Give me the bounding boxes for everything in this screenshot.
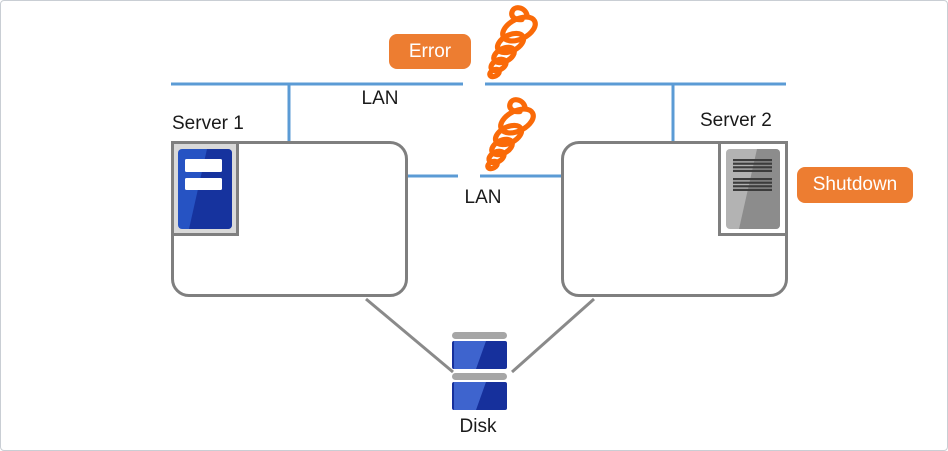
disk-icon-wrap: [452, 332, 507, 412]
shutdown-badge: Shutdown: [797, 167, 913, 203]
server1-label: Server 1: [172, 113, 244, 134]
lan-label-top: LAN: [361, 88, 399, 109]
broken-connection-coil-icon-middle: [485, 97, 536, 172]
disk-label: Disk: [459, 416, 497, 437]
disk-link-line-left: [365, 297, 454, 374]
server2-icon-frame: [718, 141, 788, 236]
stacked-disk-icon: [452, 332, 507, 410]
server-tower-blue-icon: [178, 148, 232, 229]
server-tower-gray-shutdown-icon: [726, 148, 780, 229]
error-badge: Error: [389, 34, 471, 69]
lan-label-middle: LAN: [464, 187, 502, 208]
disk-link-line-right: [511, 297, 595, 374]
broken-connection-coil-icon-top: [487, 5, 538, 80]
server2-label: Server 2: [700, 110, 772, 131]
server1-icon-frame: [171, 141, 239, 236]
